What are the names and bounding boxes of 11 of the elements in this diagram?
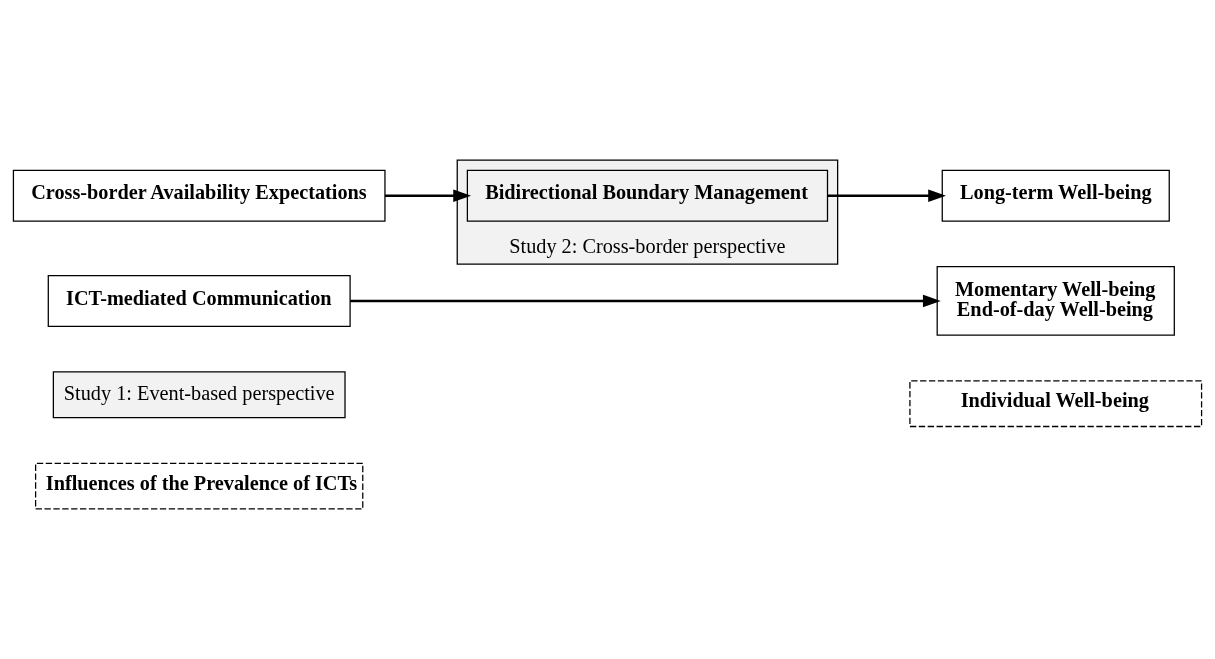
node-box: Momentary Well-being End-of-day Well-being bbox=[936, 266, 1175, 336]
node-box: ICT-mediated Communication bbox=[47, 274, 351, 327]
arrow bbox=[827, 189, 946, 202]
arrow bbox=[384, 189, 472, 202]
node-box: Bidirectional Boundary Management bbox=[466, 169, 829, 222]
arrow bbox=[350, 294, 941, 308]
node-box: Influences of the Prevalence of ICTs bbox=[34, 462, 364, 510]
node-box: Long-term Well-being bbox=[941, 169, 1170, 222]
node-box: Individual Well-being bbox=[909, 380, 1203, 428]
node-box: Cross-border Availability Expectations bbox=[12, 169, 386, 222]
node-box: Study 1: Event-based perspective bbox=[52, 371, 346, 419]
